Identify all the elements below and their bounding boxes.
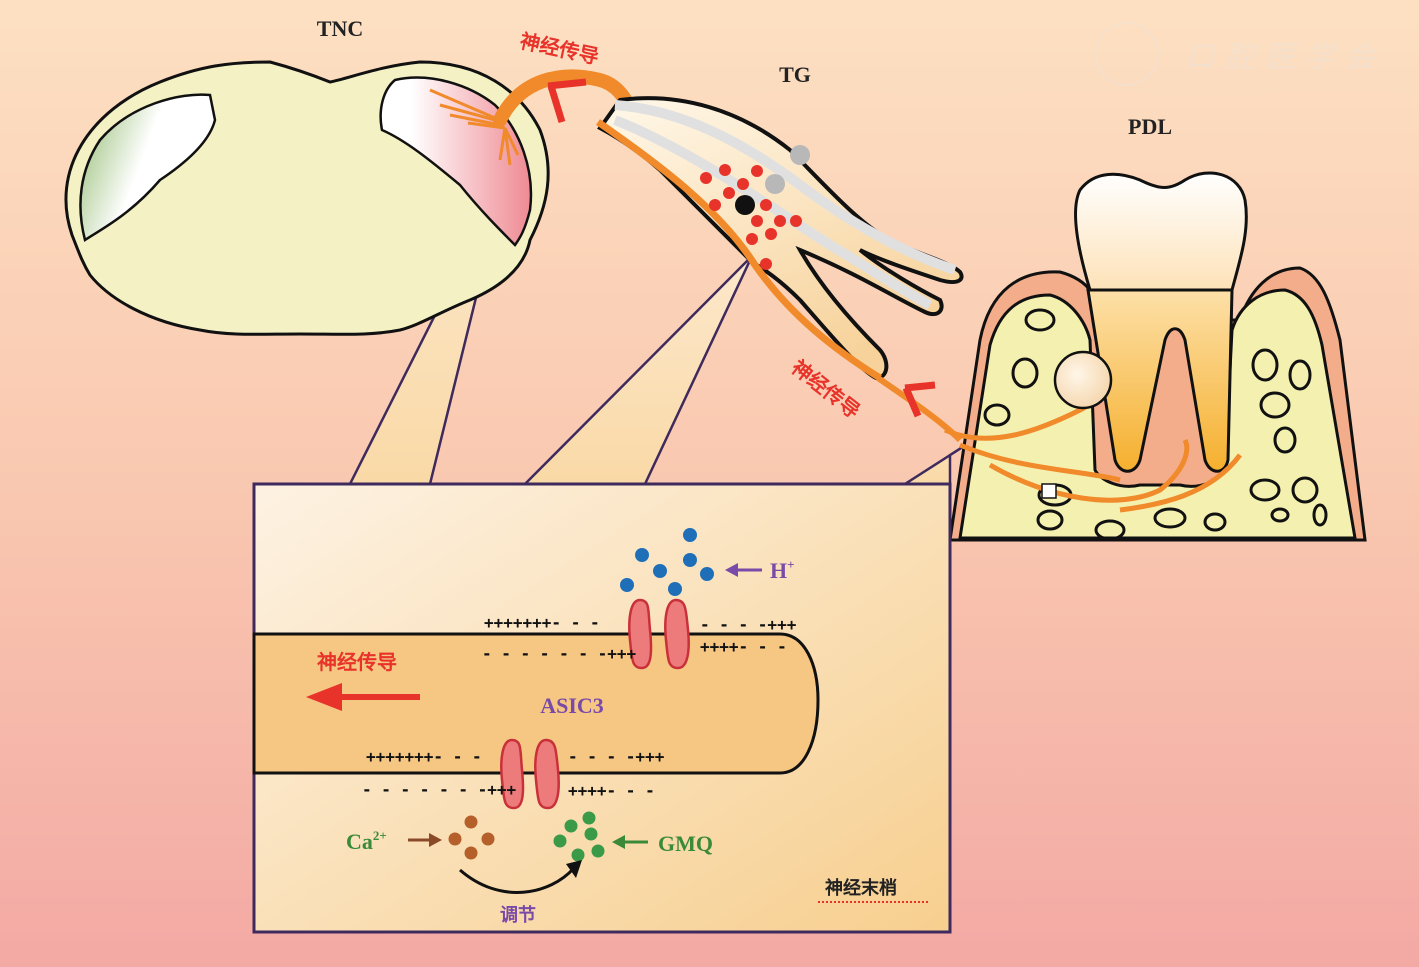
conduction-block-top-icon <box>547 78 587 124</box>
tg-red-particles <box>700 164 802 270</box>
asic3-channel-top <box>628 598 690 670</box>
tg-fiber-grey-2 <box>613 115 933 310</box>
label-calcium: Ca2+ <box>346 828 387 854</box>
calcium-particles <box>448 815 495 860</box>
tg-neuron-grey-2 <box>765 174 785 194</box>
alveolar-bone-inner <box>958 288 1357 540</box>
charge-top-outer-left: +++++++- - - <box>484 613 600 632</box>
gmq-arrow-icon <box>612 835 648 849</box>
pdl-small-marker <box>1041 483 1057 499</box>
bone-marrow-spaces <box>983 308 1328 541</box>
charge-top-inner-right: ++++- - - <box>700 637 787 656</box>
tooth-crown <box>1074 171 1248 292</box>
conduction-block-right-icon <box>902 381 936 418</box>
nerve-fiber-tnc-tg <box>493 69 637 127</box>
pdl-tooth <box>943 171 1367 542</box>
tnc-horn-left <box>79 93 217 243</box>
charge-bottom-inner-left: +++++++- - - <box>366 747 482 766</box>
label-conduction-right: 神经传导 <box>787 355 865 423</box>
tnc-cross-section <box>64 60 550 336</box>
gmq-particles <box>553 811 605 862</box>
tg-neuron-grey-1 <box>790 145 810 165</box>
membrane-charges: +++++++- - - - - - - - - -+++ - - - -+++… <box>362 613 797 800</box>
charge-top-inner-left: - - - - - - -+++ <box>482 644 636 663</box>
charge-bottom-outer-right: ++++- - - <box>568 781 655 800</box>
tg-neuron-black <box>735 195 755 215</box>
asic3-channel-bottom <box>500 738 560 810</box>
inset-panel <box>252 482 952 934</box>
charge-top-outer-right: - - - -+++ <box>700 615 797 634</box>
label-modulation: 调节 <box>500 905 536 926</box>
tnc-nerve-terminals <box>429 88 520 166</box>
calcium-arrow-icon <box>408 833 442 847</box>
pdl-focus-circle <box>1053 350 1113 410</box>
label-conduction-inset: 神经传导 <box>317 650 397 674</box>
charge-bottom-inner-right: - - - -+++ <box>568 747 665 766</box>
charge-bottom-outer-left: - - - - - - -+++ <box>362 780 516 799</box>
tg-fiber-orange <box>596 119 882 381</box>
label-pdl: PDL <box>1128 114 1172 139</box>
tg-fiber-grey-1 <box>614 100 957 275</box>
proton-arrow-icon <box>725 563 762 577</box>
label-gmq: GMQ <box>658 831 713 856</box>
label-proton: H+ <box>770 557 795 583</box>
watermark-seal-icon <box>1095 22 1159 86</box>
label-tg: TG <box>779 62 811 87</box>
label-conduction-top: 神经传导 <box>518 29 601 69</box>
label-asic3: ASIC3 <box>540 693 604 718</box>
label-nerve-terminal: 神经末梢 <box>825 877 897 899</box>
proton-particles <box>620 528 714 596</box>
watermark: 口腔医学会 <box>1095 22 1395 86</box>
conduction-arrow-inset-icon <box>306 683 420 711</box>
label-tnc: TNC <box>317 16 363 41</box>
tooth-root <box>1086 288 1234 473</box>
modulation-arrow-icon <box>459 860 582 894</box>
watermark-text: 口腔医学会 <box>1185 40 1385 75</box>
callout-wedge-tg <box>521 255 754 486</box>
tg-ganglion <box>596 96 964 381</box>
